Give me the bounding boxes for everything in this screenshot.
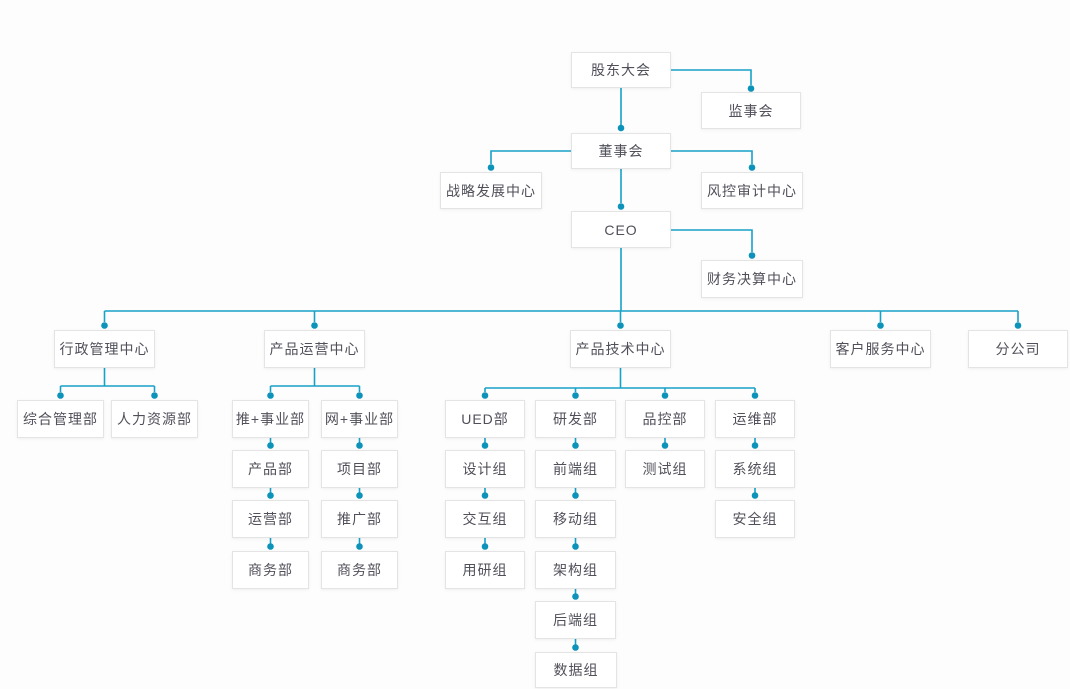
node-project-dept: 项目部 [321,450,398,488]
node-ops-dept: 运维部 [715,400,795,438]
node-ued-dept: UED部 [445,400,525,438]
node-shareholders-meeting: 股东大会 [571,52,671,88]
node-qc-dept: 品控部 [625,400,705,438]
node-system-group: 系统组 [715,450,795,488]
node-promotion-dept: 推广部 [321,500,398,538]
node-branch-company: 分公司 [968,330,1068,368]
node-architecture-group: 架构组 [535,551,616,589]
node-wang-business-unit: 网+事业部 [321,400,398,438]
node-product-operations-center: 产品运营中心 [264,330,365,368]
node-financial-settlement-center: 财务决算中心 [701,260,803,298]
node-risk-audit-center: 风控审计中心 [701,172,803,209]
node-operations-dept: 运营部 [232,500,309,538]
node-user-research-group: 用研组 [445,551,525,589]
node-design-group: 设计组 [445,450,525,488]
node-interaction-group: 交互组 [445,500,525,538]
node-business-dept-wang: 商务部 [321,551,398,589]
node-product-technology-center: 产品技术中心 [570,330,671,368]
node-supervisory-board: 监事会 [701,92,801,129]
node-backend-group: 后端组 [535,601,616,639]
node-product-dept: 产品部 [232,450,309,488]
node-general-management-dept: 综合管理部 [17,400,104,438]
node-human-resources-dept: 人力资源部 [111,400,198,438]
node-admin-management-center: 行政管理中心 [54,330,155,368]
node-strategic-development-center: 战略发展中心 [440,172,542,209]
node-ceo: CEO [571,211,671,248]
node-frontend-group: 前端组 [535,450,616,488]
node-customer-service-center: 客户服务中心 [830,330,931,368]
node-tui-business-unit: 推+事业部 [232,400,309,438]
node-testing-group: 测试组 [625,450,705,488]
node-business-dept-tui: 商务部 [232,551,309,589]
node-mobile-group: 移动组 [535,500,616,538]
node-board-of-directors: 董事会 [571,133,671,169]
node-data-group: 数据组 [535,652,617,688]
node-security-group: 安全组 [715,500,795,538]
node-rd-dept: 研发部 [535,400,616,438]
